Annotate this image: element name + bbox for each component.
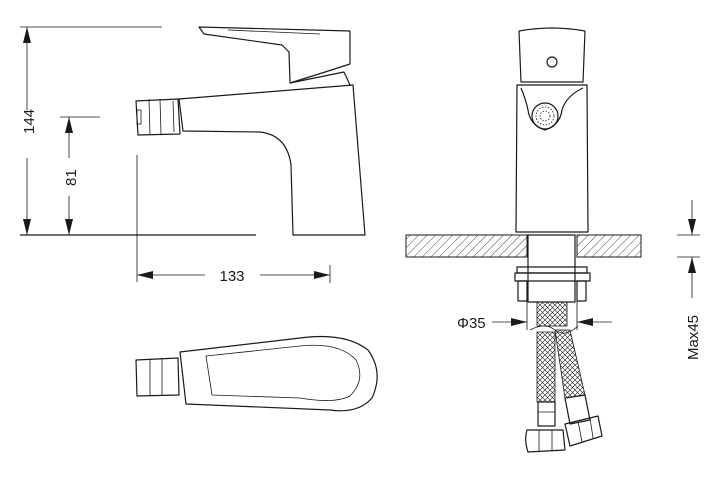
counter-top-section — [405, 234, 642, 258]
dimension-133-label: 133 — [219, 268, 244, 285]
dimension-max45-label: Max45 — [685, 315, 702, 360]
dimension-shank-diameter: Φ35 — [457, 300, 612, 332]
dimension-total-height: 144 — [21, 27, 38, 235]
shank — [527, 234, 576, 303]
top-view — [135, 335, 378, 412]
dimension-81-label: 81 — [63, 169, 80, 186]
dimension-max-thickness: Max45 — [677, 200, 702, 360]
faucet-body-side — [135, 26, 366, 236]
aerator — [531, 102, 559, 130]
flexible-hoses — [525, 301, 603, 453]
dimension-144-label: 144 — [21, 109, 38, 134]
dimension-spout-height: 81 — [60, 116, 100, 235]
dimension-diameter-label: Φ35 — [457, 315, 486, 332]
lever-pin — [546, 56, 558, 68]
dimension-spout-reach: 133 — [136, 155, 331, 285]
side-view: 144 81 133 — [20, 26, 366, 285]
mounting-nut — [514, 272, 591, 282]
front-view: Φ35 Max45 — [405, 27, 702, 453]
